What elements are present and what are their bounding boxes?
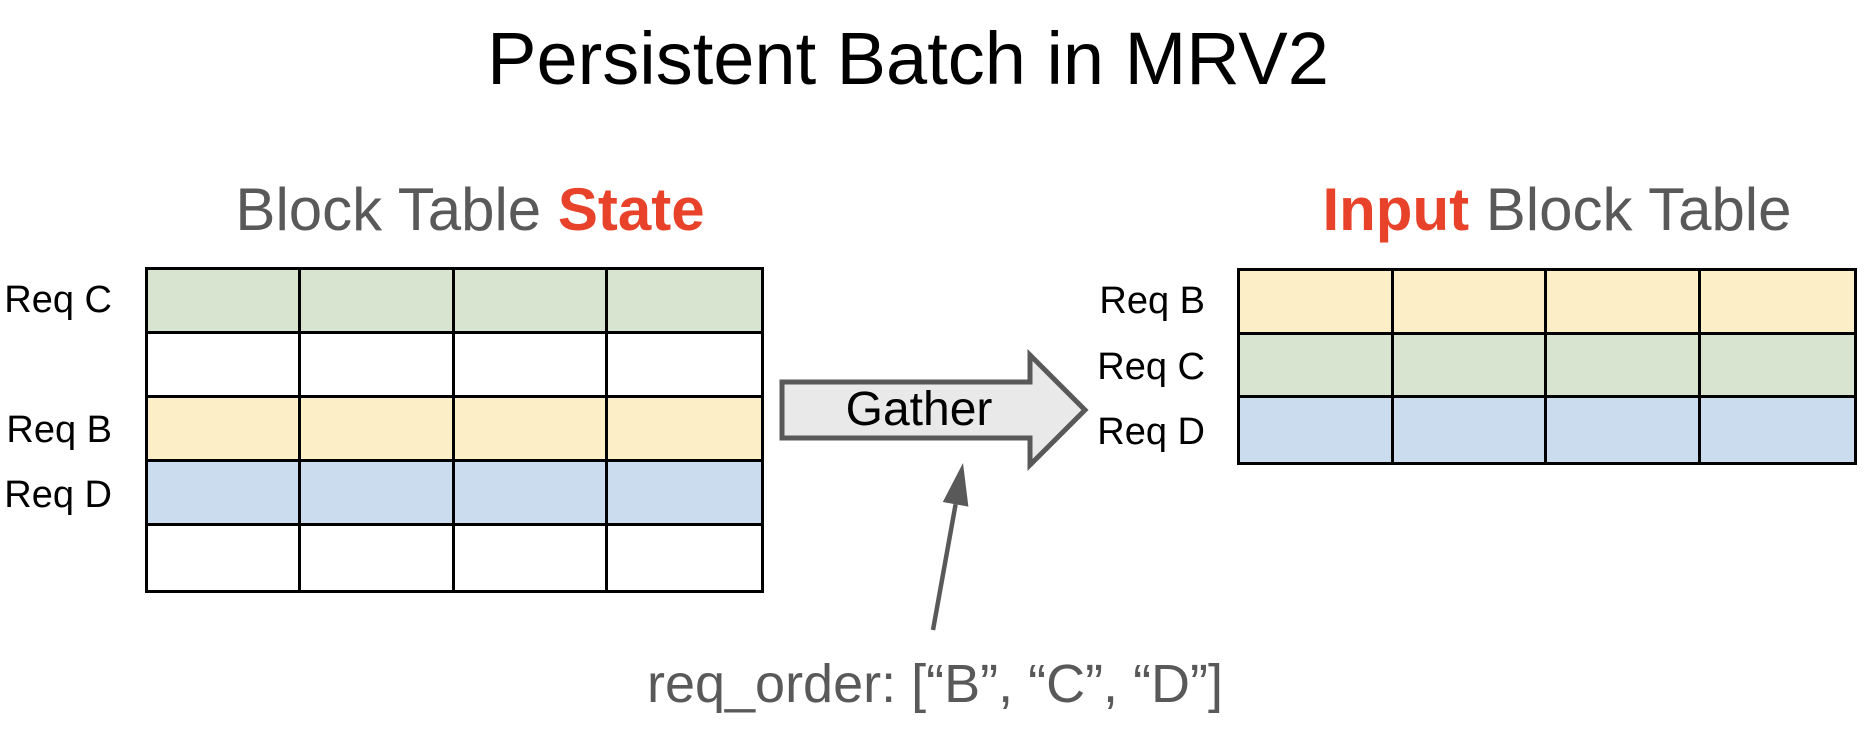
table-cell [1240,334,1394,399]
table-cell [607,334,761,398]
table-cell [1547,334,1701,399]
table-cell [1240,398,1394,462]
table-cell [301,398,455,462]
req-order-annotation: req_order: [“B”, “C”, “D”] [646,654,1224,714]
table-cell [148,270,302,334]
table-cell [1240,271,1394,335]
table-cell [301,334,455,398]
table-cell [301,270,455,334]
right-heading-accent: Input [1322,176,1470,243]
table-cell [454,334,608,398]
table-cell [1547,398,1701,462]
gather-arrow-shape [779,348,1089,472]
table-cell [1547,271,1701,335]
table-cell [148,398,302,462]
table-cell [607,526,761,590]
pointer-arrow-head [942,463,969,507]
table-cell [1393,271,1547,335]
gather-arrow-label: Gather [845,383,993,436]
pointer-arrow-line [930,503,958,631]
gather-arrow-icon [779,348,1089,472]
input-block-table [1237,268,1857,465]
req-order-pointer-arrow-icon [930,463,969,631]
table-cell [607,270,761,334]
table-cell [148,462,302,526]
table-cell [607,462,761,526]
row-label: Req D [4,474,112,517]
left-heading-plain: Block Table [235,176,542,243]
table-cell [1700,334,1854,399]
row-label: Req D [1097,411,1205,454]
table-cell [1393,398,1547,462]
table-cell [1700,271,1854,335]
slide-title: Persistent Batch in MRV2 [487,17,1329,100]
table-cell [301,526,455,590]
left-table-heading: Block Table State [235,180,704,240]
table-cell [148,526,302,590]
table-cell [454,462,608,526]
row-label: Req C [1097,345,1205,388]
table-cell [454,270,608,334]
right-table-heading: Input Block Table [1322,180,1791,240]
table-cell [1700,398,1854,462]
table-cell [454,398,608,462]
right-heading-plain: Block Table [1485,176,1792,243]
table-cell [301,462,455,526]
table-cell [148,334,302,398]
row-label: Req B [6,409,112,451]
table-cell [1393,334,1547,399]
left-heading-accent: State [557,176,705,243]
block-table-state [145,267,764,593]
table-cell [607,398,761,462]
table-cell [454,526,608,590]
row-label: Req C [4,278,112,321]
row-label: Req B [1099,279,1205,322]
